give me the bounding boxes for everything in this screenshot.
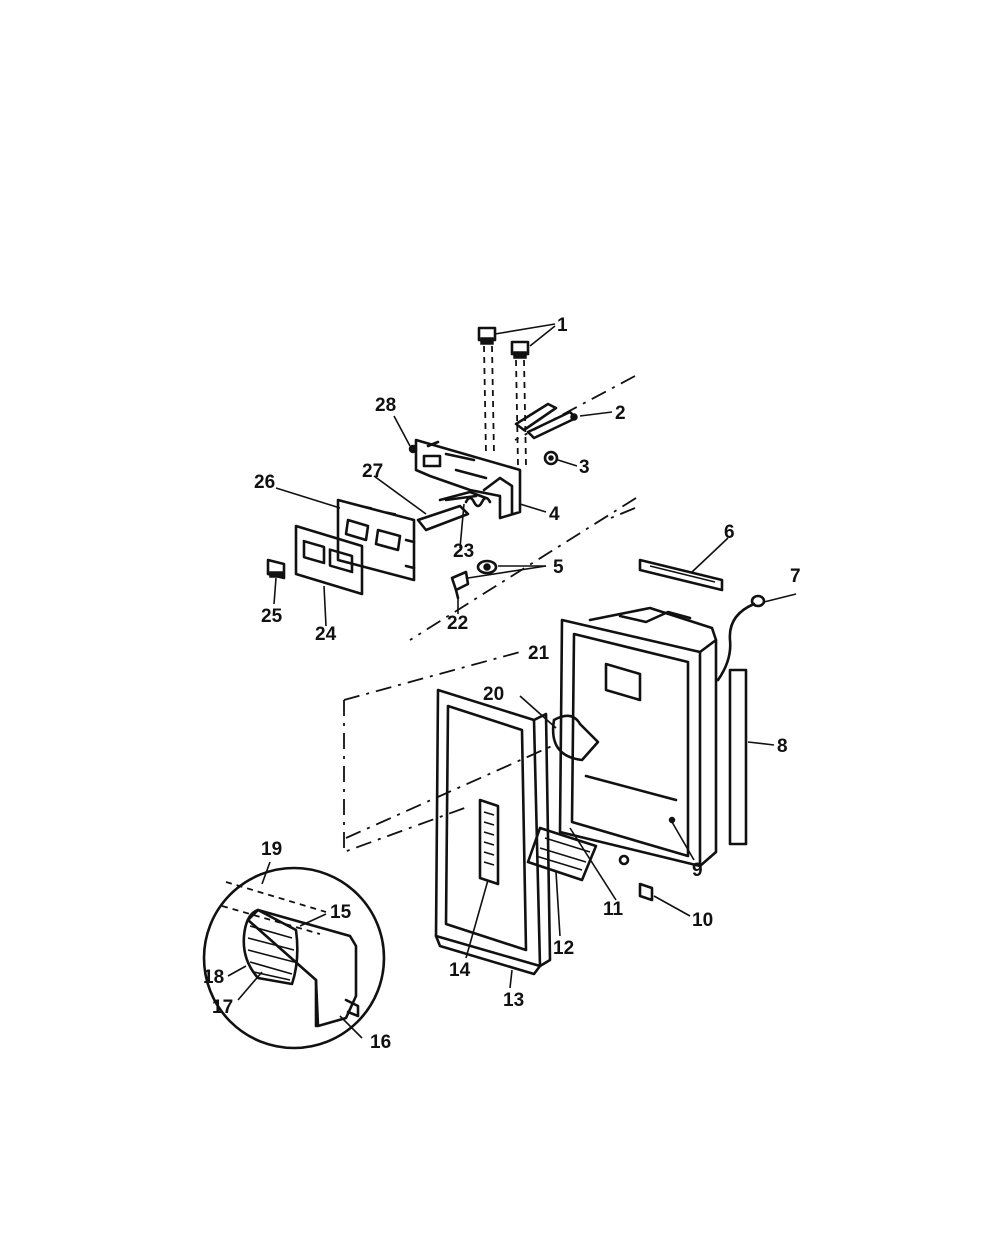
callout-9: 9 [692,860,703,881]
callout-5: 5 [553,557,564,578]
lower-dashed-guides [343,651,553,854]
part-26-control-board [336,498,416,582]
callout-12: 12 [553,938,574,959]
part-28-screw [408,444,418,454]
callout-1: 1 [557,315,568,336]
part-25-button [266,558,286,580]
callout-17: 17 [212,997,233,1018]
callout-11: 11 [603,899,624,920]
callout-20: 20 [483,684,504,705]
clip-dashed-guides [483,345,527,466]
part-6-strip [638,558,724,592]
part-7-wire [716,594,766,682]
callout-10: 10 [692,910,713,931]
callout-13: 13 [503,990,524,1011]
callout-24: 24 [315,624,337,645]
part-9-tab [668,816,676,824]
callout-25: 25 [261,606,283,627]
part-21-housing [558,606,718,868]
part-24-overlay [294,524,364,596]
callout-15: 15 [330,902,352,923]
upper-dashed-guides [409,375,637,641]
callout-27: 27 [362,461,383,482]
part-8-trim [728,668,748,846]
callout-labels: 1 2 3 4 5 6 7 8 9 10 11 12 13 14 15 16 1… [203,315,801,1053]
callout-2: 2 [615,403,626,424]
callout-7: 7 [790,566,801,587]
part-13-door-frame [434,688,552,976]
callout-6: 6 [724,522,735,543]
part-10-clip [638,882,654,902]
part-3-nut [543,450,559,466]
callout-16: 16 [370,1032,391,1053]
callout-26: 26 [254,472,275,493]
part-1-clips [477,326,530,359]
callout-3: 3 [579,457,590,478]
part-20-chute [551,714,600,762]
callout-28: 28 [375,395,396,416]
callout-14: 14 [449,960,471,981]
callout-23: 23 [453,541,474,562]
leader-lines [227,323,797,1039]
part-14-pad [478,798,500,886]
callout-8: 8 [777,736,788,757]
part-27-slide [416,494,478,532]
callout-22: 22 [447,613,468,634]
part-4-bracket [414,438,522,520]
callout-21: 21 [528,643,550,664]
callout-19: 19 [261,839,282,860]
part-22-bulb [450,570,470,600]
part-5-lamp [476,559,498,575]
callout-4: 4 [549,504,560,525]
callout-18: 18 [203,967,224,988]
part-23-spring [464,496,492,508]
detail-inset [202,866,386,1050]
part-11-screw [618,854,630,866]
